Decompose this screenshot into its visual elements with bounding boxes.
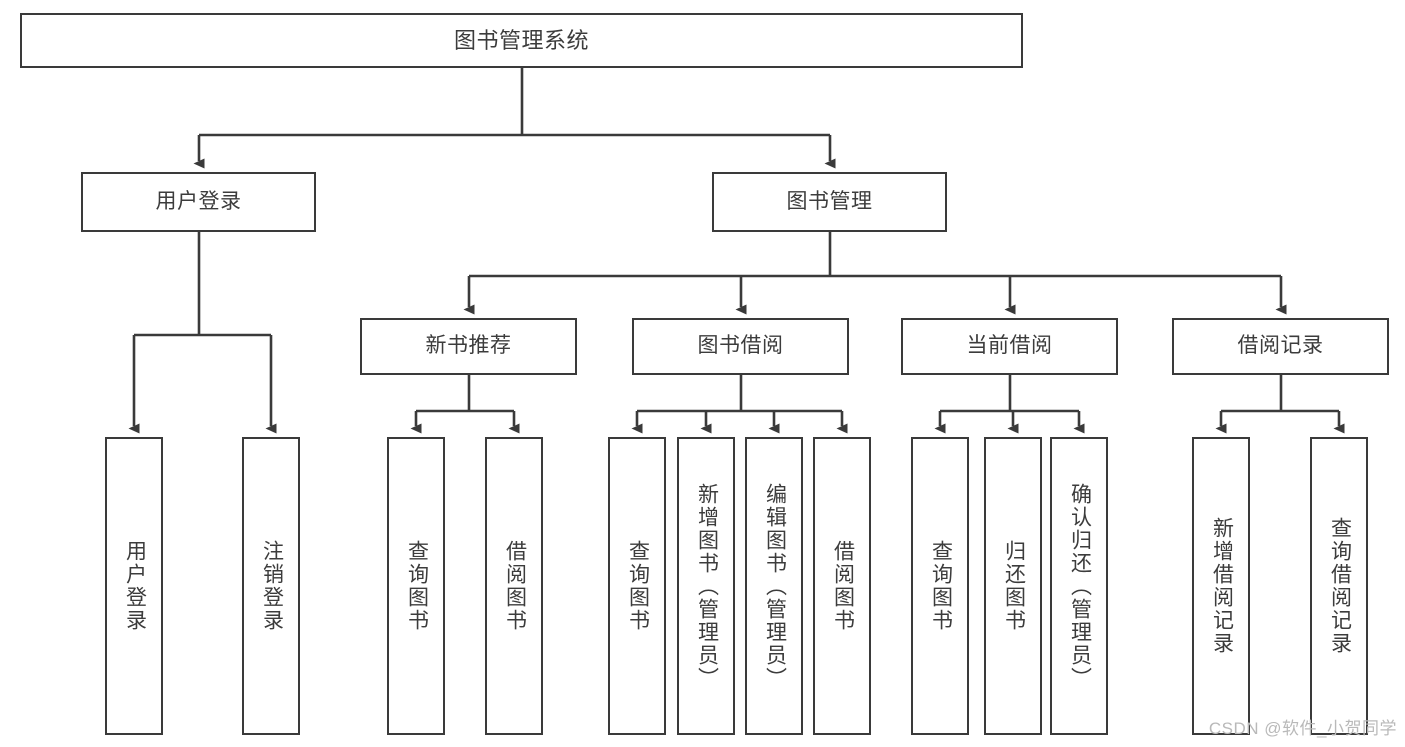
node-label: 图书管理系统 (453, 27, 589, 53)
node-label: 图书借阅 (697, 334, 784, 358)
node-l-logout[interactable]: 注销登录 (242, 437, 300, 735)
node-current[interactable]: 当前借阅 (901, 318, 1118, 375)
node-label: 用户登录 (123, 540, 147, 632)
node-l-q2[interactable]: 查询图书 (608, 437, 666, 735)
node-label: 借阅记录 (1237, 334, 1324, 358)
node-label: 借阅图书 (831, 540, 855, 632)
node-newbook[interactable]: 新书推荐 (360, 318, 577, 375)
node-label: 用户登录 (155, 189, 242, 213)
watermark-label: CSDN @软件_小贺同学 (1208, 719, 1397, 738)
node-l-login[interactable]: 用户登录 (105, 437, 163, 735)
node-root[interactable]: 图书管理系统 (20, 13, 1023, 68)
node-label: 查询图书 (405, 540, 429, 632)
node-l-addrec[interactable]: 新增借阅记录 (1192, 437, 1250, 735)
node-label: 确认归还（管理员） (1068, 482, 1092, 690)
node-label: 查询借阅记录 (1328, 517, 1352, 655)
node-label: 借阅图书 (503, 540, 527, 632)
node-l-ret[interactable]: 归还图书 (984, 437, 1042, 735)
node-l-b1[interactable]: 借阅图书 (485, 437, 543, 735)
node-l-qrec[interactable]: 查询借阅记录 (1310, 437, 1368, 735)
node-borrow[interactable]: 图书借阅 (632, 318, 849, 375)
node-label: 新书推荐 (425, 334, 512, 358)
node-l-edit[interactable]: 编辑图书（管理员） (745, 437, 803, 735)
node-bookmgmt[interactable]: 图书管理 (712, 172, 947, 232)
node-l-q1[interactable]: 查询图书 (387, 437, 445, 735)
node-login[interactable]: 用户登录 (81, 172, 316, 232)
node-records[interactable]: 借阅记录 (1172, 318, 1389, 375)
node-label: 图书管理 (786, 189, 873, 213)
node-label: 注销登录 (260, 540, 284, 632)
node-l-q3[interactable]: 查询图书 (911, 437, 969, 735)
node-label: 归还图书 (1002, 540, 1026, 632)
node-label: 查询图书 (626, 540, 650, 632)
node-label: 当前借阅 (966, 334, 1053, 358)
node-l-b2[interactable]: 借阅图书 (813, 437, 871, 735)
node-label: 查询图书 (929, 540, 953, 632)
node-label: 编辑图书（管理员） (763, 482, 787, 690)
node-l-add[interactable]: 新增图书（管理员） (677, 437, 735, 735)
node-l-conf[interactable]: 确认归还（管理员） (1050, 437, 1108, 735)
node-label: 新增借阅记录 (1210, 517, 1234, 655)
node-label: 新增图书（管理员） (695, 482, 719, 690)
